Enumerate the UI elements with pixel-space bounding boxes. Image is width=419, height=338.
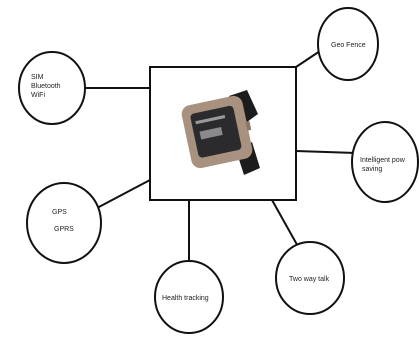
- node-two-way-talk-circle: [275, 241, 345, 315]
- node-gps-line-2: GPRS: [54, 226, 74, 233]
- node-health-tracking-line-1: Health tracking: [162, 295, 209, 302]
- watch-button: [245, 121, 252, 131]
- watch-screen-glint: [195, 115, 226, 125]
- node-power-saving-line-2: saving: [362, 166, 382, 173]
- node-two-way-talk-line-1: Two way talk: [289, 276, 330, 283]
- connector-two-way-talk: [271, 199, 301, 251]
- connector-power-saving: [295, 150, 357, 154]
- node-connectivity: SIM Bluetooth WiFi: [18, 51, 86, 125]
- connector-gps: [96, 179, 151, 209]
- svg-text:Two way talk: Two way talk: [289, 276, 330, 283]
- node-geo-fence-line-1: Geo Fence: [331, 42, 366, 49]
- svg-text:Health tracking: Health tracking: [162, 295, 209, 302]
- node-power-saving-circle: [351, 121, 419, 203]
- center-box: [149, 66, 297, 201]
- svg-text:Intelligent pow saving: Intelligent pow saving: [360, 157, 407, 173]
- node-health-tracking: Health tracking: [154, 260, 224, 334]
- node-gps-line-1: GPS: [52, 209, 67, 216]
- svg-text:GPS GPRS: GPS GPRS: [52, 209, 74, 233]
- node-two-way-talk: Two way talk: [275, 241, 345, 315]
- svg-text:Geo Fence: Geo Fence: [331, 42, 366, 49]
- node-health-tracking-circle: [154, 260, 224, 334]
- node-geo-fence: Geo Fence: [317, 7, 379, 81]
- node-connectivity-line-1: SIM: [31, 74, 44, 81]
- node-connectivity-line-2: Bluetooth: [31, 83, 61, 90]
- node-gps-circle: [26, 182, 102, 264]
- node-geo-fence-circle: [317, 7, 379, 81]
- node-power-saving-line-1: Intelligent pow: [360, 157, 406, 164]
- node-connectivity-line-3: WiFi: [31, 92, 45, 99]
- svg-text:SIM Bluetooth WiFi: SIM Bluetooth WiFi: [31, 74, 63, 99]
- node-gps: GPS GPRS: [26, 182, 102, 264]
- node-connectivity-circle: [18, 51, 86, 125]
- watch-screen-digits: [199, 127, 223, 140]
- smartwatch-image: [181, 90, 260, 175]
- node-power-saving: Intelligent pow saving: [351, 121, 419, 203]
- connectors: [82, 48, 357, 262]
